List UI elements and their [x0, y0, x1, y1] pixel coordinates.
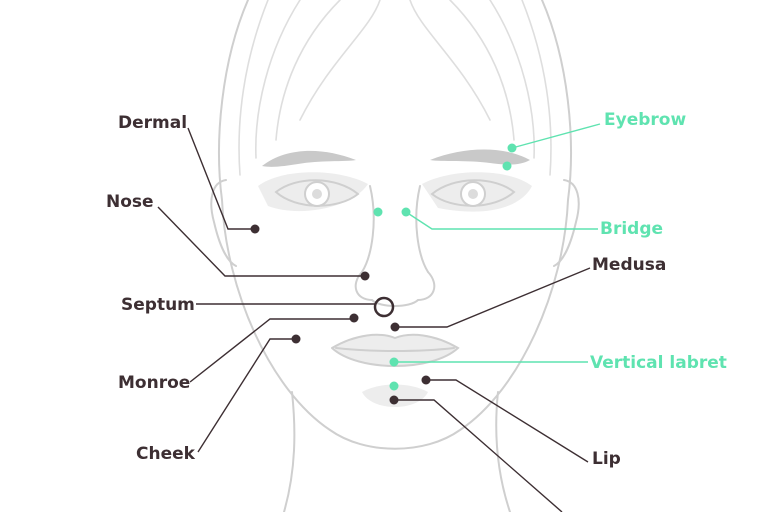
eye-right — [430, 179, 516, 207]
ear-left — [210, 179, 237, 267]
label-bridge: Bridge — [600, 219, 663, 239]
dot-medusa — [390, 322, 400, 332]
ear-right — [553, 179, 580, 267]
label-eyebrow: Eyebrow — [604, 110, 686, 130]
label-dermal: Dermal — [118, 113, 187, 133]
label-lip: Lip — [592, 449, 621, 469]
leader-cheek — [197, 338, 296, 453]
dot-vertical-labret-top — [389, 357, 399, 367]
hair-strand — [409, 0, 491, 121]
hair-strand — [449, 0, 515, 141]
nose-bridge-left — [361, 185, 375, 273]
nose-bridge-right — [415, 185, 429, 273]
hair-strand — [275, 0, 341, 141]
dot-cheek — [291, 334, 301, 344]
nose-tip — [354, 271, 436, 307]
leader-lip — [426, 379, 589, 463]
hair-strand — [489, 0, 535, 159]
dot-lip — [421, 375, 431, 385]
dot-bridge-right — [401, 207, 411, 217]
eye-left — [274, 179, 360, 207]
label-septum: Septum — [121, 295, 195, 315]
leader-lines — [157, 123, 601, 512]
leader-medusa — [395, 267, 591, 328]
dot-eyebrow-upper — [507, 143, 517, 153]
leader-monroe — [189, 318, 354, 383]
label-medusa: Medusa — [592, 255, 666, 275]
dot-bridge-left — [373, 207, 383, 217]
label-cheek: Cheek — [136, 444, 196, 464]
dot-dermal — [250, 224, 260, 234]
neck-left — [283, 391, 296, 512]
lips-outline — [331, 333, 460, 367]
face-illustration — [210, 0, 580, 512]
hair-strand — [299, 0, 381, 121]
label-nose: Nose — [106, 192, 154, 212]
pupil-right — [468, 189, 478, 199]
hair-strand — [238, 0, 269, 176]
eyebrow-left — [262, 150, 356, 167]
leader-lower — [394, 399, 563, 512]
label-vertical-labret: Vertical labret — [590, 353, 727, 373]
hair-strand — [255, 0, 301, 159]
labels: Dermal Nose Septum Monroe Cheek Eyebrow … — [106, 110, 727, 469]
eyebrow-right — [430, 149, 530, 165]
dot-monroe — [349, 313, 359, 323]
leader-bridge — [405, 211, 598, 230]
leader-eyebrow — [511, 123, 601, 149]
label-monroe: Monroe — [118, 373, 190, 393]
septum-ring — [373, 296, 395, 318]
pupil-left — [312, 189, 322, 199]
head-outline — [218, 0, 572, 450]
dot-lower — [389, 395, 399, 405]
dot-nose — [360, 271, 370, 281]
dot-eyebrow-lower — [502, 161, 512, 171]
leader-nose — [157, 206, 365, 277]
lips-line — [335, 347, 455, 352]
leader-dermal — [187, 127, 255, 230]
hair-strand — [521, 0, 552, 176]
piercing-points — [250, 143, 517, 405]
dot-vertical-labret-bottom — [389, 381, 399, 391]
